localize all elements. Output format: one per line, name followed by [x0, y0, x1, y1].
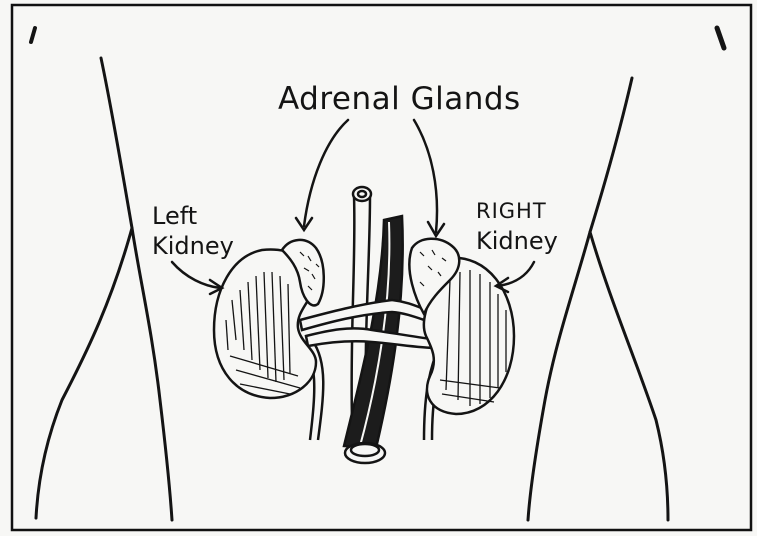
torso-outline-left	[31, 28, 172, 520]
right-kidney-label: RIGHT Kidney	[476, 196, 558, 256]
left-kidney-label-line2: Kidney	[152, 231, 234, 261]
left-kidney-label: Left Kidney	[152, 201, 234, 261]
torso-outline-right	[528, 28, 724, 520]
renal-vessels	[300, 300, 440, 348]
right-kidney-label-line1: RIGHT	[476, 196, 558, 226]
arrow-to-right-adrenal	[414, 120, 437, 232]
left-kidney-label-line1: Left	[152, 201, 234, 231]
arrow-to-left-kidney	[172, 262, 220, 288]
arrow-to-left-adrenal	[304, 120, 348, 226]
adrenal-glands-label: Adrenal Glands	[278, 84, 521, 115]
right-kidney-label-line2: Kidney	[476, 226, 558, 256]
